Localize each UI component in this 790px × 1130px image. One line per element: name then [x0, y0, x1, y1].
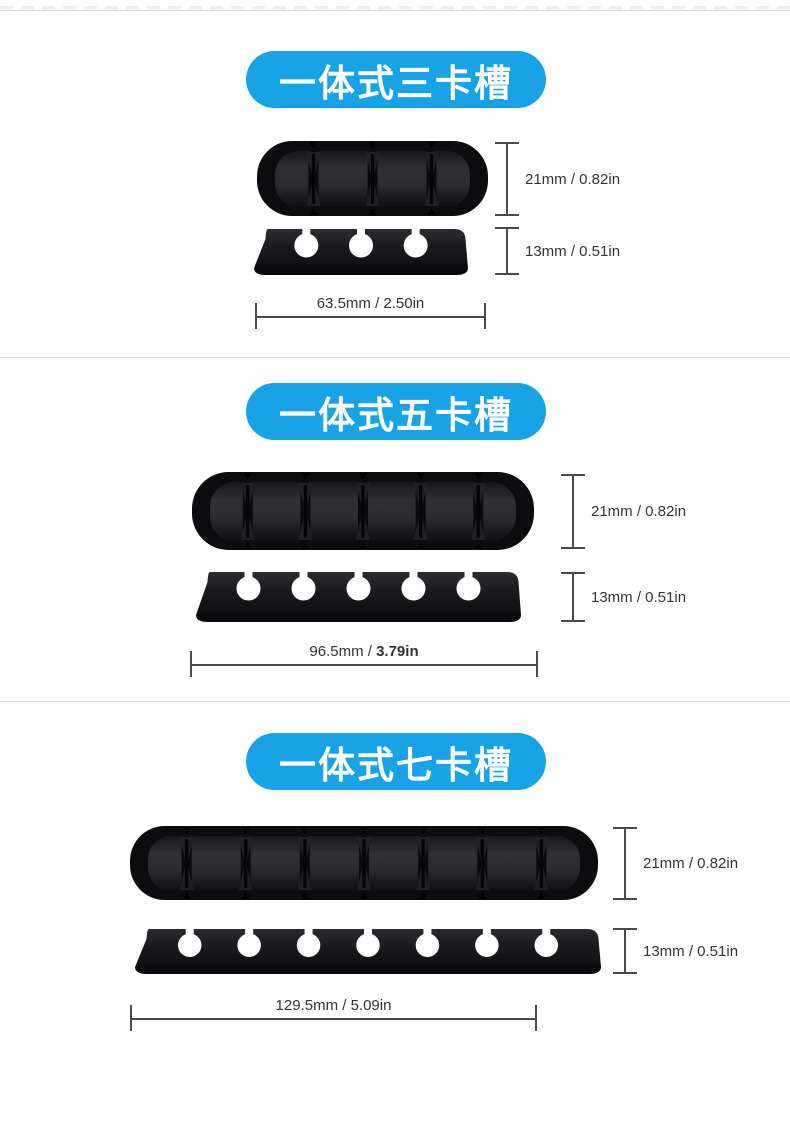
dimension-line — [572, 474, 574, 549]
dimension-line — [506, 142, 508, 216]
clip-top-view-seven-slot — [130, 826, 598, 900]
clip-side-view-seven-slot — [135, 928, 601, 974]
depth-dimension-label: 13mm / 0.51in — [643, 942, 739, 960]
dimension-cap-bottom — [613, 972, 637, 974]
height-dimension-three-slot: 21mm / 0.82in — [495, 142, 620, 216]
depth-dimension-label: 13mm / 0.51in — [591, 588, 687, 606]
width-mm: 96.5mm / — [309, 643, 377, 660]
clip-top-view-five-slot — [192, 472, 534, 550]
dimension-cap-bottom — [561, 620, 585, 622]
width-dimension-label: 96.5mm / 3.79in — [190, 643, 538, 660]
height-dimension-label: 21mm / 0.82in — [525, 170, 621, 188]
banner-five-slot: 一体式五卡槽 — [246, 383, 546, 440]
depth-dimension-seven-slot: 13mm / 0.51in — [613, 928, 738, 974]
section-divider-1 — [0, 357, 790, 358]
width-mm: 63.5mm / — [316, 295, 384, 312]
height-dimension-seven-slot: 21mm / 0.82in — [613, 827, 738, 900]
depth-dimension-five-slot: 13mm / 0.51in — [561, 572, 686, 622]
width-dimension-seven-slot: 129.5mm / 5.09in — [130, 997, 537, 1033]
height-dimension-five-slot: 21mm / 0.82in — [561, 474, 686, 549]
section-divider-2 — [0, 701, 790, 702]
banner-seven-slot: 一体式七卡槽 — [246, 733, 546, 790]
dimension-line — [255, 316, 486, 318]
width-inches: 5.09in — [350, 997, 392, 1014]
height-dimension-label: 21mm / 0.82in — [591, 503, 687, 520]
clip-top-view-three-slot — [257, 141, 488, 216]
dimension-line — [130, 1018, 537, 1020]
dimension-cap-bottom — [561, 547, 585, 549]
clip-side-view-five-slot — [196, 571, 521, 622]
dimension-cap-bottom — [495, 214, 519, 216]
dimension-line — [624, 928, 626, 974]
width-inches: 2.50in — [383, 295, 425, 312]
width-mm: 129.5mm / — [275, 997, 351, 1014]
dimension-tick-right — [484, 303, 486, 329]
depth-dimension-label: 13mm / 0.51in — [525, 242, 621, 260]
dimension-tick-right — [535, 1005, 537, 1031]
width-dimension-label: 129.5mm / 5.09in — [130, 997, 537, 1014]
dimension-line — [572, 572, 574, 622]
dimension-line — [506, 227, 508, 275]
depth-dimension-three-slot: 13mm / 0.51in — [495, 227, 620, 275]
dimension-tick-right — [536, 651, 538, 677]
dimension-line — [190, 664, 538, 666]
top-edge-remnant — [0, 6, 790, 9]
dimension-cap-bottom — [495, 273, 519, 275]
banner-three-slot: 一体式三卡槽 — [246, 51, 546, 108]
height-dimension-label: 21mm / 0.82in — [643, 855, 739, 872]
dimension-line — [624, 827, 626, 900]
top-divider — [0, 10, 790, 11]
width-inches: 3.79in — [376, 643, 419, 660]
width-dimension-label: 63.5mm / 2.50in — [255, 295, 486, 312]
clip-side-view-three-slot — [254, 228, 468, 275]
width-dimension-five-slot: 96.5mm / 3.79in — [190, 643, 538, 679]
width-dimension-three-slot: 63.5mm / 2.50in — [255, 295, 486, 331]
dimension-cap-bottom — [613, 898, 637, 900]
